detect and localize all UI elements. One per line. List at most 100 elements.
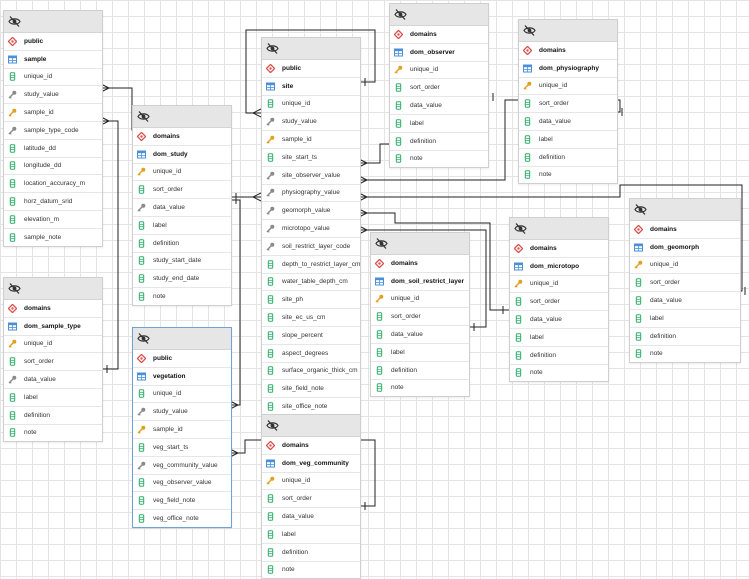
column-row[interactable]: unique_id xyxy=(510,276,608,294)
table-header-bar[interactable] xyxy=(630,199,740,221)
table-header-bar[interactable] xyxy=(133,328,231,350)
column-row[interactable]: note xyxy=(133,288,231,305)
column-row[interactable]: study_end_date xyxy=(133,270,231,289)
column-row[interactable]: data_value xyxy=(133,199,231,217)
relationship-line[interactable] xyxy=(101,120,119,370)
column-row[interactable]: aspect_degrees xyxy=(262,345,360,363)
column-row[interactable]: definition xyxy=(390,133,488,151)
column-row[interactable]: sort_order xyxy=(390,79,488,98)
table-header-bar[interactable] xyxy=(371,233,469,255)
column-row[interactable]: veg_start_ts xyxy=(133,439,231,457)
column-row[interactable]: unique_id xyxy=(519,78,617,96)
column-row[interactable]: sort_order xyxy=(4,353,102,372)
column-row[interactable]: study_value xyxy=(133,403,231,422)
table-header-bar[interactable] xyxy=(4,11,102,33)
column-row[interactable]: latitude_dd xyxy=(4,140,102,158)
column-row[interactable]: surface_organic_thick_cm xyxy=(262,363,360,381)
column-row[interactable]: study_value xyxy=(262,113,360,132)
column-row[interactable]: unique_id xyxy=(133,386,231,404)
column-row[interactable]: veg_office_note xyxy=(133,510,231,527)
relationship-line[interactable] xyxy=(359,184,743,292)
column-row[interactable]: depth_to_restrict_layer_cm xyxy=(262,256,360,274)
column-row[interactable]: sort_order xyxy=(630,274,740,293)
column-row[interactable]: sort_order xyxy=(510,293,608,312)
table-header-bar[interactable] xyxy=(510,218,608,240)
column-row[interactable]: location_accuracy_m xyxy=(4,175,102,194)
column-row[interactable]: definition xyxy=(519,149,617,167)
column-row[interactable]: definition xyxy=(4,407,102,425)
hide-icon[interactable] xyxy=(523,24,536,37)
column-row[interactable]: label xyxy=(133,217,231,235)
column-row[interactable]: label xyxy=(519,131,617,149)
relationship-line[interactable] xyxy=(230,199,241,406)
column-row[interactable]: label xyxy=(371,344,469,362)
relationship-line[interactable] xyxy=(359,212,509,311)
hide-icon[interactable] xyxy=(394,8,407,21)
table-header-bar[interactable] xyxy=(390,4,488,26)
column-row[interactable]: slope_percent xyxy=(262,327,360,345)
column-row[interactable]: note xyxy=(371,380,469,397)
column-row[interactable]: sample_id xyxy=(133,421,231,439)
column-row[interactable]: label xyxy=(4,389,102,407)
column-row[interactable]: unique_id xyxy=(371,291,469,309)
column-row[interactable]: microtopo_value xyxy=(262,220,360,238)
column-row[interactable]: sort_order xyxy=(371,308,469,327)
column-row[interactable]: data_value xyxy=(630,292,740,310)
column-row[interactable]: data_value xyxy=(390,97,488,115)
column-row[interactable]: label xyxy=(630,310,740,328)
column-row[interactable]: definition xyxy=(133,235,231,253)
column-row[interactable]: sort_order xyxy=(262,490,360,509)
column-row[interactable]: site_ec_us_cm xyxy=(262,309,360,327)
column-row[interactable]: unique_id xyxy=(262,96,360,114)
column-row[interactable]: data_value xyxy=(519,113,617,131)
column-row[interactable]: site_observer_value xyxy=(262,167,360,185)
column-row[interactable]: unique_id xyxy=(390,62,488,80)
column-row[interactable]: label xyxy=(262,526,360,544)
column-row[interactable]: note xyxy=(519,167,617,184)
column-row[interactable]: site_start_ts xyxy=(262,149,360,167)
column-row[interactable]: unique_id xyxy=(630,257,740,275)
column-row[interactable]: label xyxy=(390,115,488,133)
column-row[interactable]: definition xyxy=(262,544,360,562)
column-row[interactable]: sort_order xyxy=(133,181,231,200)
column-row[interactable]: geomorph_value xyxy=(262,202,360,221)
column-row[interactable]: study_value xyxy=(4,86,102,105)
column-row[interactable]: definition xyxy=(630,328,740,346)
hide-icon[interactable] xyxy=(514,222,527,235)
column-row[interactable]: sort_order xyxy=(519,95,617,114)
column-row[interactable]: sample_id xyxy=(4,104,102,122)
column-row[interactable]: site_field_note xyxy=(262,380,360,399)
column-row[interactable]: veg_field_note xyxy=(133,492,231,511)
table-header-bar[interactable] xyxy=(4,278,102,300)
column-row[interactable]: definition xyxy=(371,362,469,380)
column-row[interactable]: label xyxy=(510,329,608,347)
column-row[interactable]: data_value xyxy=(4,371,102,389)
column-row[interactable]: sample_type_code xyxy=(4,122,102,140)
column-row[interactable]: data_value xyxy=(371,326,469,344)
column-row[interactable]: note xyxy=(4,425,102,442)
column-row[interactable]: definition xyxy=(510,347,608,365)
column-row[interactable]: horz_datum_srid xyxy=(4,193,102,211)
relationship-line[interactable] xyxy=(245,29,376,114)
column-row[interactable]: site_office_note xyxy=(262,398,360,415)
hide-icon[interactable] xyxy=(8,282,21,295)
hide-icon[interactable] xyxy=(137,110,150,123)
column-row[interactable]: veg_observer_value xyxy=(133,475,231,493)
table-header-bar[interactable] xyxy=(262,38,360,60)
column-row[interactable]: data_value xyxy=(262,508,360,526)
column-row[interactable]: note xyxy=(510,365,608,382)
column-row[interactable]: note xyxy=(630,346,740,363)
hide-icon[interactable] xyxy=(266,42,279,55)
column-row[interactable]: longitude_dd xyxy=(4,158,102,176)
column-row[interactable]: soil_restrict_layer_code xyxy=(262,238,360,256)
column-row[interactable]: sample_id xyxy=(262,131,360,149)
table-header-bar[interactable] xyxy=(262,415,360,437)
hide-icon[interactable] xyxy=(137,332,150,345)
column-row[interactable]: sample_note xyxy=(4,229,102,246)
